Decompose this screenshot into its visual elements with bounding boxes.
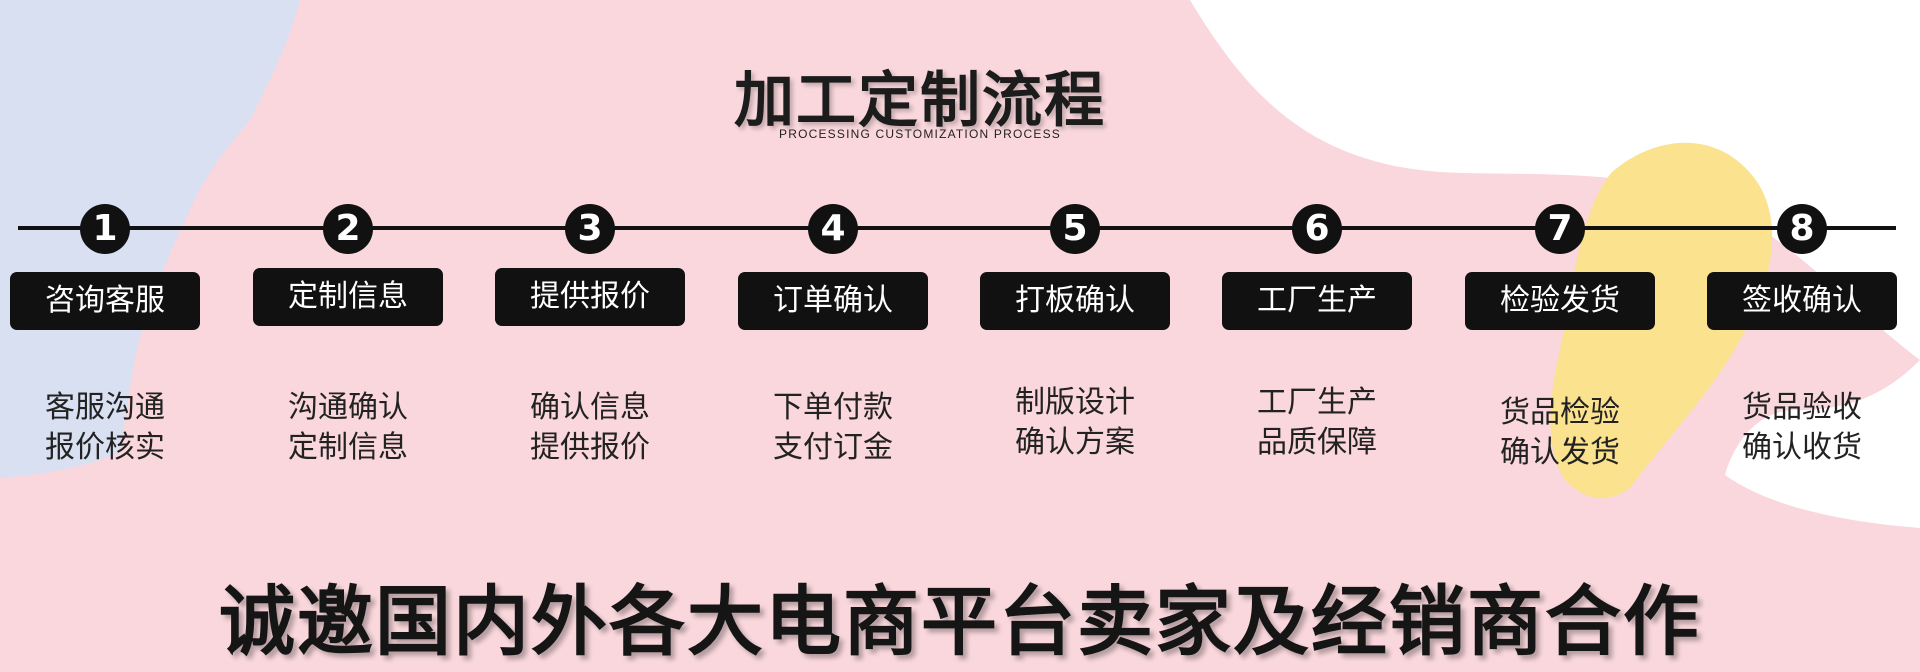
- step-description: 货品验收 确认收货: [1702, 388, 1902, 468]
- step-description-line: 货品验收: [1702, 388, 1902, 428]
- step-description-line: 工厂生产: [1217, 383, 1417, 423]
- step-description: 客服沟通 报价核实: [5, 388, 205, 468]
- step-description: 下单付款 支付订金: [733, 388, 933, 468]
- step-label: 检验发货: [1465, 272, 1655, 330]
- step-description-line: 确认信息: [490, 388, 690, 428]
- step-description: 工厂生产 品质保障: [1217, 383, 1417, 463]
- step-description-line: 支付订金: [733, 428, 933, 468]
- step-label: 打板确认: [980, 272, 1170, 330]
- step-description-line: 品质保障: [1217, 423, 1417, 463]
- step-number-badge: 5: [1050, 204, 1100, 254]
- step-number-badge: 6: [1292, 204, 1342, 254]
- step-number-badge: 2: [323, 204, 373, 254]
- step-number-badge: 3: [565, 204, 615, 254]
- step-number-badge: 8: [1777, 204, 1827, 254]
- step-description-line: 制版设计: [975, 383, 1175, 423]
- cooperation-slogan: 诚邀国内外各大电商平台卖家及经销商合作: [0, 560, 1920, 670]
- step-description-line: 提供报价: [490, 428, 690, 468]
- step-description-line: 下单付款: [733, 388, 933, 428]
- step-description: 沟通确认 定制信息: [248, 388, 448, 468]
- step-description-line: 客服沟通: [5, 388, 205, 428]
- step-number-badge: 7: [1535, 204, 1585, 254]
- step-number-badge: 4: [808, 204, 858, 254]
- step-number-badge: 1: [80, 204, 130, 254]
- step-label: 提供报价: [495, 268, 685, 326]
- step-description-line: 确认发货: [1460, 433, 1660, 473]
- step-description-line: 货品检验: [1460, 393, 1660, 433]
- step-label: 定制信息: [253, 268, 443, 326]
- step-description: 货品检验 确认发货: [1460, 393, 1660, 473]
- step-label: 咨询客服: [10, 272, 200, 330]
- step-label: 签收确认: [1707, 272, 1897, 330]
- step-label: 工厂生产: [1222, 272, 1412, 330]
- step-description-line: 确认方案: [975, 423, 1175, 463]
- step-description-line: 确认收货: [1702, 428, 1902, 468]
- step-description: 制版设计 确认方案: [975, 383, 1175, 463]
- step-description-line: 报价核实: [5, 428, 205, 468]
- step-description: 确认信息 提供报价: [490, 388, 690, 468]
- step-label: 订单确认: [738, 272, 928, 330]
- step-description-line: 沟通确认: [248, 388, 448, 428]
- step-description-line: 定制信息: [248, 428, 448, 468]
